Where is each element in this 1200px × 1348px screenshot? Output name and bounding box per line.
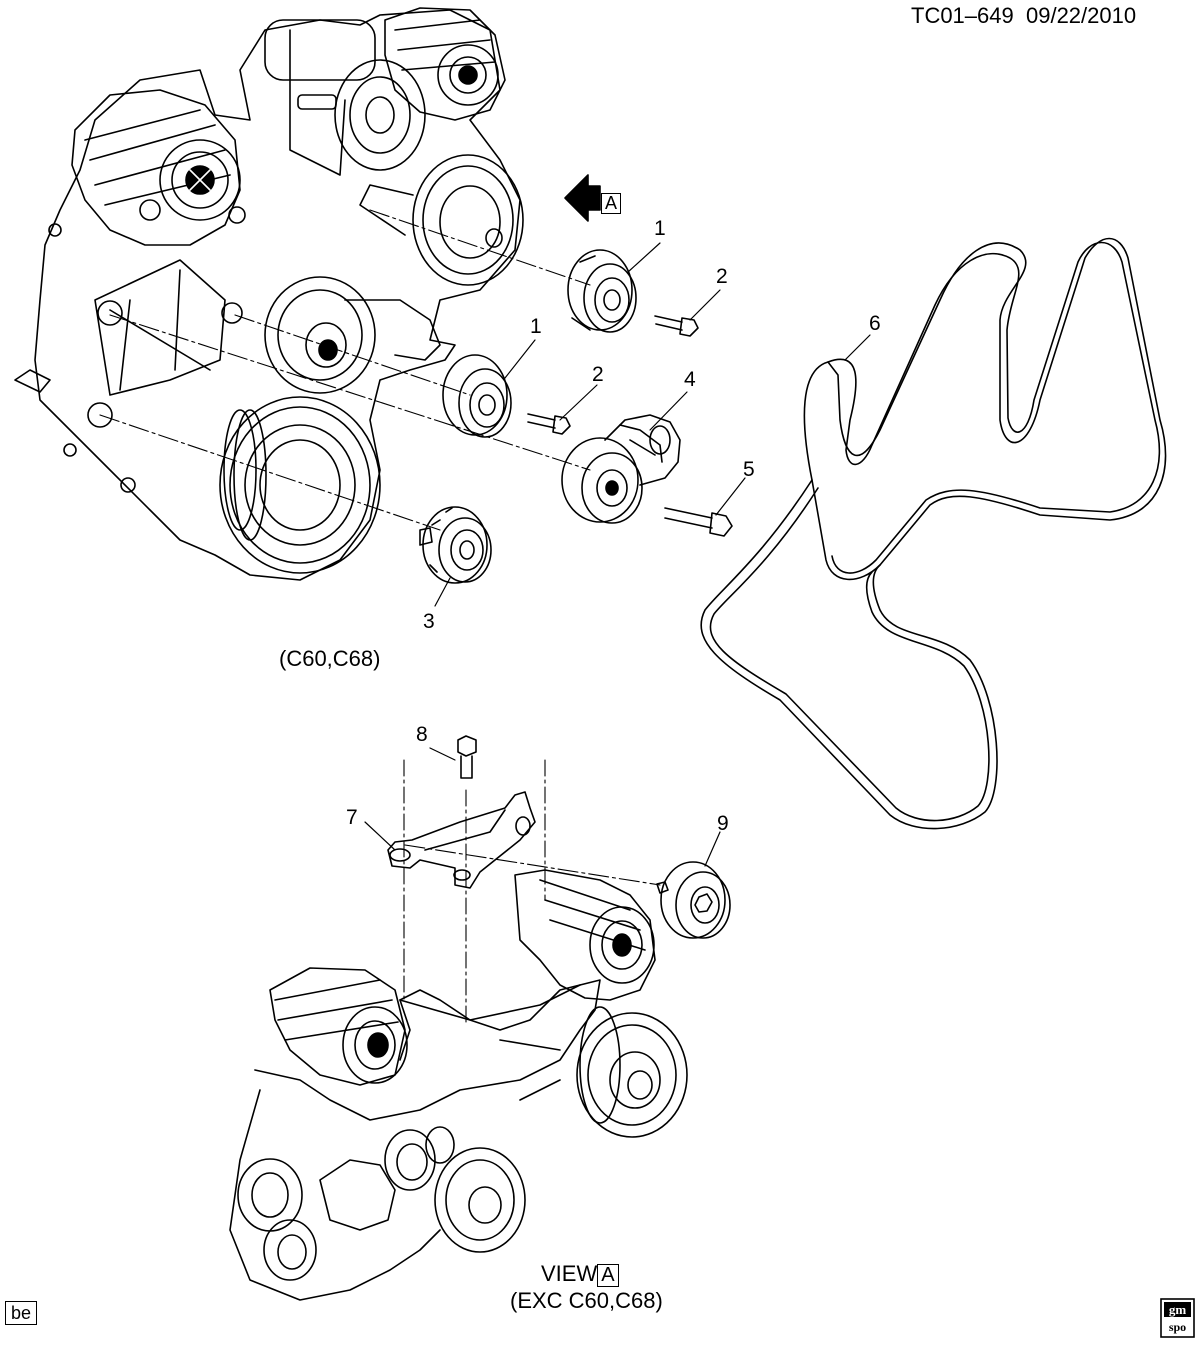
document-code: TC01–649 09/22/2010 bbox=[911, 5, 1136, 27]
lower-engine-assembly bbox=[229, 869, 688, 1301]
idler-pulley-grooved bbox=[419, 506, 492, 584]
logo-text-top: gm bbox=[1169, 1302, 1187, 1317]
callout-2-upper: 2 bbox=[716, 265, 728, 288]
caption-bottom: (EXC C60,C68) bbox=[510, 1288, 663, 1313]
idler-pulley-view-a bbox=[656, 861, 731, 939]
tensioner-bolt bbox=[664, 507, 733, 537]
caption-view-letter: A bbox=[597, 1264, 619, 1287]
callout-leaders bbox=[364, 242, 871, 867]
callout-7: 7 bbox=[346, 806, 358, 829]
bolt-upper bbox=[654, 315, 699, 337]
diagram-date: 09/22/2010 bbox=[1025, 3, 1137, 28]
view-arrow-icon bbox=[564, 174, 601, 222]
callout-1-lower: 1 bbox=[530, 315, 542, 338]
caption-top: (C60,C68) bbox=[279, 646, 381, 671]
idler-pulley-upper bbox=[567, 249, 637, 333]
logo-text-bottom: spo bbox=[1169, 1320, 1186, 1334]
diagram-number: TC01–649 bbox=[911, 3, 1014, 28]
bolt-lower bbox=[527, 413, 571, 435]
idler-bracket bbox=[387, 791, 536, 889]
belt-tensioner bbox=[561, 414, 681, 524]
idler-pulley-lower bbox=[442, 354, 512, 438]
callout-9: 9 bbox=[717, 812, 729, 835]
callout-4: 4 bbox=[684, 368, 696, 391]
view-arrow-label: A bbox=[601, 193, 622, 214]
serpentine-belt bbox=[700, 237, 1167, 830]
bracket-bolt bbox=[457, 735, 477, 779]
centerlines bbox=[99, 209, 661, 886]
callout-3: 3 bbox=[423, 610, 435, 633]
view-letter-box: A bbox=[601, 193, 622, 214]
gm-spo-logo: gm spo bbox=[1160, 1298, 1195, 1338]
callout-5: 5 bbox=[743, 458, 755, 481]
alignment-lines bbox=[403, 759, 546, 1026]
footer-code: be bbox=[5, 1301, 38, 1325]
callout-1-upper: 1 bbox=[654, 217, 666, 240]
caption-view-word: VIEW bbox=[541, 1261, 598, 1286]
callout-6: 6 bbox=[869, 312, 881, 335]
callout-8: 8 bbox=[416, 723, 428, 746]
upper-engine-assembly bbox=[14, 7, 524, 581]
callout-2-lower: 2 bbox=[592, 363, 604, 386]
